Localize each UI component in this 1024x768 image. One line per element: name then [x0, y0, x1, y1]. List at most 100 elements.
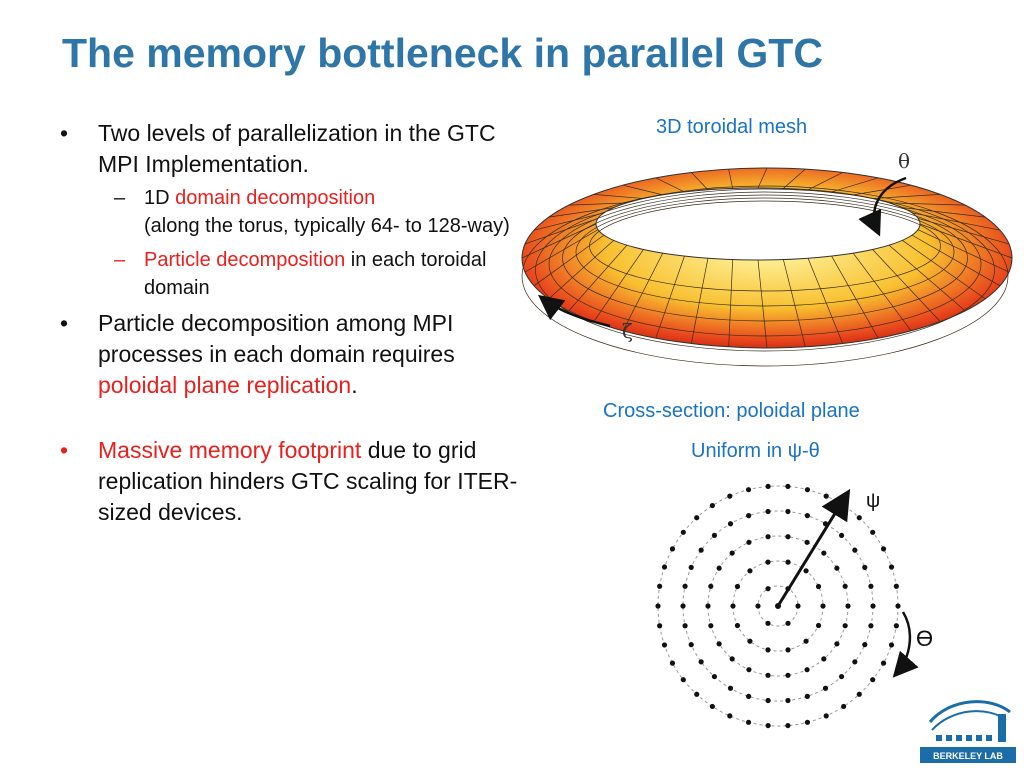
dash-marker: –: [114, 187, 126, 209]
grid-point: [803, 568, 809, 574]
grid-point: [655, 603, 661, 609]
grid-point: [746, 667, 752, 673]
grid-point: [785, 534, 791, 540]
zeta-symbol: ζ: [622, 319, 633, 343]
bullet-memory-footprint: • Massive memory footprint due to grid r…: [60, 435, 520, 528]
theta-symbol: θ: [898, 149, 910, 173]
bullet-list: • Two levels of parallelization in the G…: [60, 118, 520, 532]
cross-section-label: Cross-section: poloidal plane: [603, 400, 860, 422]
grid-point: [711, 673, 718, 680]
grid-point: [795, 603, 801, 609]
grid-point: [716, 641, 722, 647]
grid-point: [705, 603, 711, 609]
grid-point: [803, 638, 809, 644]
grid-point: [862, 642, 868, 648]
grid-point: [698, 659, 704, 665]
bullet-parallelization: • Two levels of parallelization in the G…: [60, 118, 520, 180]
grid-point: [823, 713, 829, 719]
bullet-marker: •: [60, 310, 69, 336]
grid-point: [698, 547, 704, 553]
grid-point: [765, 483, 771, 490]
grid-point: [838, 532, 845, 539]
grid-point: [820, 603, 826, 609]
slide-title: The memory bottleneck in parallel GTC: [62, 30, 823, 76]
grid-point: [815, 622, 822, 629]
grid-point: [785, 508, 791, 515]
grid-point: [841, 703, 847, 710]
grid-point: [893, 623, 899, 629]
grid-point: [834, 565, 840, 571]
grid-point: [834, 641, 840, 647]
grid-point: [823, 493, 829, 499]
highlight-memory-footprint: Massive memory footprint: [98, 437, 362, 463]
grid-point: [804, 539, 810, 545]
grid-point: [868, 583, 874, 589]
grid-point: [657, 623, 663, 629]
grid-point: [711, 532, 718, 539]
grid-point: [785, 697, 791, 704]
theta-rotation-symbol: ϴ: [916, 626, 933, 651]
grid-point: [842, 623, 848, 629]
grid-point: [694, 691, 700, 697]
grid-point: [804, 487, 811, 493]
uniform-label: Uniform in ψ-θ: [691, 440, 820, 462]
berkeley-lab-logo: BERKELEY LAB: [920, 700, 1016, 763]
grid-point: [657, 583, 663, 589]
grid-point: [688, 564, 694, 570]
grid-point: [727, 685, 734, 691]
grid-point: [734, 622, 741, 629]
grid-point: [888, 564, 895, 570]
grid-point: [895, 603, 901, 609]
sub-bullet-prefix: 1D: [144, 187, 176, 209]
grid-point: [755, 603, 761, 609]
bullet-text: Two levels of parallelization in the GTC…: [98, 120, 496, 177]
bullet-marker: •: [60, 120, 69, 146]
grid-point: [716, 565, 722, 571]
grid-point: [868, 623, 874, 629]
grid-point: [747, 638, 753, 644]
grid-point: [765, 697, 771, 704]
highlight-domain-decomposition: domain decomposition: [175, 187, 376, 209]
grid-point: [852, 547, 858, 553]
grid-point: [804, 693, 810, 699]
bullet-text: due to grid replication hinders GTC scal…: [98, 437, 518, 525]
grid-point: [745, 487, 752, 493]
grid-point: [694, 515, 700, 521]
grid-point: [765, 672, 771, 678]
grid-point: [870, 529, 876, 535]
highlight-particle-decomposition: Particle decomposition: [144, 249, 346, 271]
grid-point: [870, 603, 876, 609]
grid-point: [765, 586, 771, 592]
grid-point: [730, 603, 736, 609]
grid-point: [888, 642, 895, 648]
grid-point: [708, 583, 714, 589]
sub-bullet-text: (along the torus, typically 64- to 128-w…: [144, 215, 510, 237]
grid-point: [856, 515, 862, 521]
logo-text: BERKELEY LAB: [933, 751, 1003, 761]
bullet-replication: • Particle decomposition among MPI proce…: [60, 308, 520, 401]
grid-point: [862, 564, 868, 570]
grid-point: [765, 508, 771, 515]
grid-point: [785, 559, 791, 565]
grid-point: [845, 603, 851, 609]
grid-point: [682, 623, 688, 629]
psi-arrow-icon: [776, 488, 851, 607]
sub-bullet-particle: – Particle decomposition in each toroida…: [60, 246, 520, 302]
grid-point: [821, 550, 827, 556]
grid-point: [842, 583, 848, 589]
grid-point: [729, 550, 735, 556]
bullet-marker: •: [60, 437, 69, 463]
grid-point: [727, 521, 734, 527]
grid-point: [734, 583, 741, 590]
highlight-poloidal-replication: poloidal plane replication: [98, 372, 352, 398]
psi-symbol: ψ: [866, 490, 880, 512]
grid-point: [856, 691, 862, 697]
poloidal-plane-diagram: [655, 483, 901, 729]
grid-point: [661, 564, 668, 570]
grid-point: [708, 623, 714, 629]
grid-point: [804, 719, 811, 725]
grid-point: [765, 559, 771, 565]
grid-point: [729, 656, 735, 662]
grid-point: [815, 583, 822, 590]
grid-point: [661, 642, 668, 648]
